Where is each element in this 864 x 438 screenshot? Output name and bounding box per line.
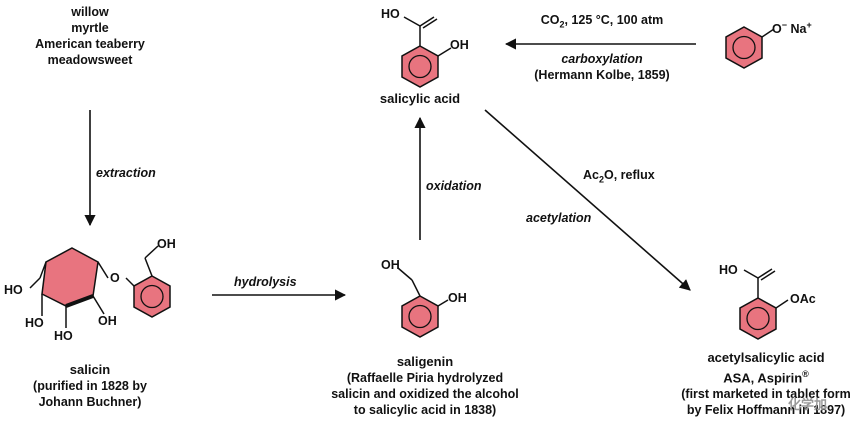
saligenin-oh-top: OH [381, 258, 400, 272]
saligenin-oh-right: OH [448, 291, 467, 305]
salicylic-acid-name: salicylic acid [379, 91, 461, 106]
step-oxidation: oxidation [426, 179, 482, 193]
salicin-oh-top: OH [157, 237, 176, 251]
source-list: willow myrtle American teaberry meadowsw… [20, 4, 160, 68]
asa-caption: acetylsalicylic acid ASA, Aspirin® (firs… [668, 350, 864, 418]
asa-note-1: (first marketed in tablet form [681, 387, 851, 402]
saligenin-name: saligenin [396, 354, 454, 369]
asa-note-2: by Felix Hoffmann in 1897) [686, 403, 846, 418]
sa-oh-label: OH [450, 38, 469, 52]
saligenin-note-3: to salicylic acid in 1838) [353, 403, 497, 417]
salicin-note-2: Johann Buchner) [38, 395, 142, 409]
carboxylation-note: (Hermann Kolbe, 1859) [534, 68, 670, 82]
salicin-oh-bottom: OH [98, 314, 117, 328]
asa-name: acetylsalicylic acid [707, 350, 825, 365]
aspirin-structure [739, 268, 789, 340]
phenoxide-o-label: O− Na+ [772, 20, 812, 37]
acetylation-conditions: Ac2O, reflux [583, 168, 655, 185]
salicin-structure [29, 245, 171, 328]
sodium-phenoxide-structure [725, 26, 775, 69]
step-extraction: extraction [96, 166, 156, 180]
source-american-teaberry: American teaberry [35, 37, 145, 51]
source-myrtle: myrtle [71, 21, 109, 35]
step-acetylation: acetylation [526, 211, 592, 225]
salicin-name: salicin [69, 362, 111, 377]
saligenin-caption: saligenin (Raffaelle Piria hydrolyzed sa… [320, 354, 530, 418]
source-meadowsweet: meadowsweet [47, 53, 133, 67]
arrow-acetylation [484, 109, 691, 291]
saligenin-structure [397, 267, 449, 338]
salicylic-acid-structure [401, 16, 452, 88]
asa-oac-label: OAc [790, 292, 816, 306]
source-willow: willow [71, 5, 109, 19]
salicin-note-1: (purified in 1828 by [33, 379, 147, 393]
salicin-o-glycoside: O [110, 271, 120, 285]
salicin-ho-bottom: HO [54, 329, 73, 343]
salicin-ho-left: HO [4, 283, 23, 297]
saligenin-note-1: (Raffaelle Piria hydrolyzed [346, 371, 504, 385]
asa-ho-label: HO [719, 263, 738, 277]
salicin-caption: salicin (purified in 1828 by Johann Buch… [10, 362, 170, 410]
watermark: 化学加 [788, 397, 828, 412]
saligenin-note-2: salicin and oxidized the alcohol [331, 387, 519, 401]
asa-line2: ASA, Aspirin® [723, 369, 809, 386]
sa-ho-label: HO [381, 7, 400, 21]
step-hydrolysis: hydrolysis [234, 275, 297, 289]
salicin-ho-bottom-left: HO [25, 316, 44, 330]
carboxylation-conditions: CO2, 125 °C, 100 atm [540, 13, 664, 30]
step-carboxylation: carboxylation [561, 52, 643, 66]
